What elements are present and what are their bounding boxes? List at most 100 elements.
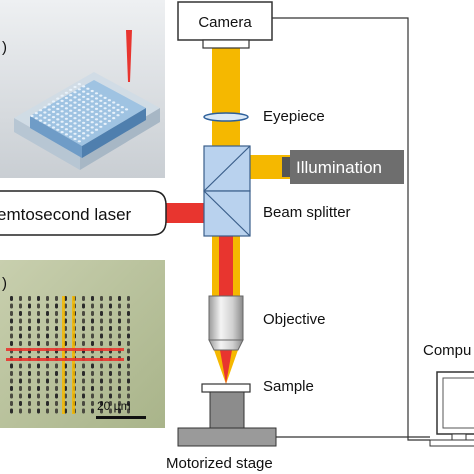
pillar-top <box>64 112 68 115</box>
pillar-top <box>64 96 68 100</box>
micro-dot <box>118 393 121 399</box>
micro-dot <box>28 303 31 309</box>
pillar-top <box>77 93 81 96</box>
pillar-top <box>94 102 99 105</box>
pillar-top <box>77 129 81 132</box>
micro-dot <box>55 386 58 391</box>
micro-dot <box>118 371 121 376</box>
pillar-top <box>60 105 64 108</box>
micro-dot <box>109 341 112 346</box>
micro-dot <box>127 341 130 346</box>
micro-dot <box>19 326 22 331</box>
micro-dot <box>37 333 40 339</box>
pillar-top <box>94 123 99 126</box>
micro-dot <box>109 386 112 391</box>
sample-slide <box>201 383 251 393</box>
pillar-top <box>82 95 86 98</box>
micro-dot <box>118 303 121 309</box>
pillar-top <box>51 100 56 103</box>
micro-dot <box>55 296 58 301</box>
micro-dot <box>91 393 94 399</box>
pillar-top <box>82 116 86 119</box>
pillar-top <box>103 96 107 99</box>
pillar-top <box>69 104 73 107</box>
pillar-top <box>47 108 51 111</box>
micro-dot <box>127 348 130 354</box>
pillar-top <box>51 116 56 119</box>
pillar-top <box>51 110 56 113</box>
micro-dot <box>28 393 31 399</box>
pillar-top <box>69 94 73 97</box>
micro-dot <box>46 341 49 346</box>
micro-dot <box>100 341 103 346</box>
computer: Compu <box>423 342 474 447</box>
micro-dot <box>10 386 13 391</box>
micro-dot <box>19 296 22 301</box>
micro-dot <box>127 333 130 339</box>
computer-label: Compu <box>423 342 471 359</box>
micro-dot <box>28 318 31 324</box>
micro-dot <box>91 341 94 346</box>
micro-dot <box>10 408 13 414</box>
micro-dot <box>100 311 103 316</box>
micro-dot <box>100 363 103 369</box>
pillar-top <box>99 104 103 108</box>
pillar-top <box>43 116 47 119</box>
micro-dot <box>28 371 31 376</box>
micro-dot <box>91 311 94 316</box>
micro-dot <box>46 408 49 414</box>
micro-dot <box>82 386 85 391</box>
pillar-top <box>86 108 90 111</box>
pillar-top <box>120 106 124 109</box>
micro-dot <box>91 378 94 384</box>
micro-dot <box>109 363 112 369</box>
micro-dot <box>55 363 58 369</box>
pillar-top <box>82 126 86 130</box>
stage-column <box>209 391 245 429</box>
micro-dot <box>46 371 49 376</box>
pillar-top <box>94 92 99 95</box>
pillar-top <box>90 89 94 93</box>
panel-a-label: ) <box>2 39 7 56</box>
micro-dot <box>118 333 121 339</box>
pillar-top <box>99 94 103 97</box>
micro-dot <box>10 378 13 384</box>
micro-dot <box>100 408 103 414</box>
micro-dot <box>37 386 40 391</box>
micro-dot <box>19 363 22 369</box>
micro-dot <box>100 303 103 309</box>
pillar-top <box>60 94 64 97</box>
pillar-top <box>60 115 64 118</box>
micro-dot <box>118 318 121 324</box>
pillar-top <box>107 99 111 102</box>
pillar-top <box>64 122 68 126</box>
pillar-top <box>99 115 103 118</box>
pillar-top <box>82 111 86 114</box>
pillar-top <box>69 88 73 91</box>
micro-dot <box>91 318 94 324</box>
femtosecond-laser-source: emtosecond laser <box>0 190 167 236</box>
micro-dot <box>127 371 130 376</box>
micro-dot <box>82 326 85 331</box>
micro-dot <box>55 371 58 376</box>
micro-dot <box>109 303 112 309</box>
pillar-top <box>94 113 99 116</box>
pillar-top <box>56 128 60 131</box>
pillar-top <box>94 118 99 121</box>
micro-dot <box>46 401 49 406</box>
micro-dot <box>109 401 112 406</box>
micro-dot <box>82 371 85 376</box>
pillar-top <box>112 106 116 109</box>
micro-dot <box>19 318 22 324</box>
panel-b-micrograph-image: 20 µm ) <box>0 260 165 428</box>
micro-dot <box>55 341 58 346</box>
panel-b-label: ) <box>2 275 7 292</box>
micro-dot <box>46 393 49 399</box>
pillar-top <box>73 106 77 109</box>
micro-dot <box>91 386 94 391</box>
pillar-top <box>60 131 64 134</box>
pillar-top <box>82 90 86 93</box>
micro-dot <box>91 296 94 301</box>
pillar-top <box>90 95 94 98</box>
imaging-beam-upper <box>212 46 240 146</box>
